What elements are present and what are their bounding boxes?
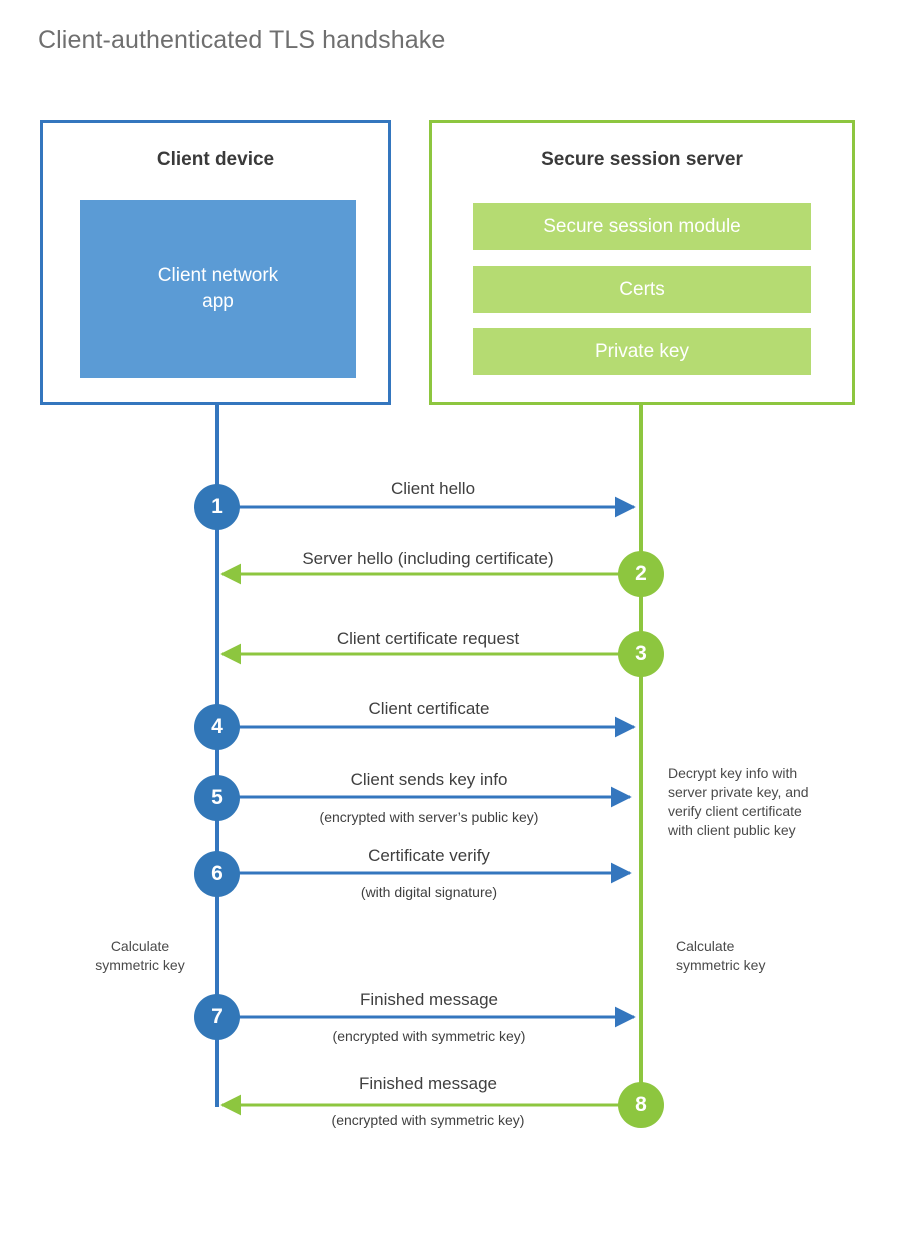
step-label-7: Finished message [360,990,498,1009]
server-lifeline [639,405,643,1107]
step-label-6: Certificate verify [368,846,490,865]
client-lifeline [215,405,219,1107]
step-label-2: Server hello (including certificate) [302,549,554,568]
server-component-secure-session-module: Secure session module [473,203,811,250]
step-sublabel-8: (encrypted with symmetric key) [331,1112,525,1128]
step-label-3: Client certificate request [336,629,520,648]
page-title: Client-authenticated TLS handshake [38,26,446,54]
step-label-5: Client sends key info [350,770,508,789]
server-component-certs: Certs [473,266,811,313]
note-calculate-symmetric-key-server: Calculate symmetric key [676,938,766,974]
step-label-4: Client certificate [368,699,490,718]
step-sublabel-5: (encrypted with server’s public key) [319,809,539,825]
step-marker-3[interactable]: 3 [618,631,664,677]
step-marker-6[interactable]: 6 [194,851,240,897]
note-decrypt-key-info: Decrypt key info with server private key… [668,765,809,839]
client-network-app-block: Client network app [80,200,356,378]
step-marker-2[interactable]: 2 [618,551,664,597]
step-sublabel-7: (encrypted with symmetric key) [332,1028,526,1044]
step-label-1: Client hello [390,479,476,498]
step-sublabel-6: (with digital signature) [360,884,498,900]
client-device-title: Client device [156,149,275,170]
secure-session-server-box: Secure session server Secure session mod… [429,120,855,405]
step-marker-4[interactable]: 4 [194,704,240,750]
secure-session-server-title: Secure session server [541,149,743,170]
server-component-private-key: Private key [473,328,811,375]
step-marker-7[interactable]: 7 [194,994,240,1040]
step-marker-1[interactable]: 1 [194,484,240,530]
step-marker-5[interactable]: 5 [194,775,240,821]
step-label-8: Finished message [359,1074,497,1093]
step-marker-8[interactable]: 8 [618,1082,664,1128]
client-device-box: Client device Client network app [40,120,391,405]
note-calculate-symmetric-key-client: Calculate symmetric key [95,938,185,974]
